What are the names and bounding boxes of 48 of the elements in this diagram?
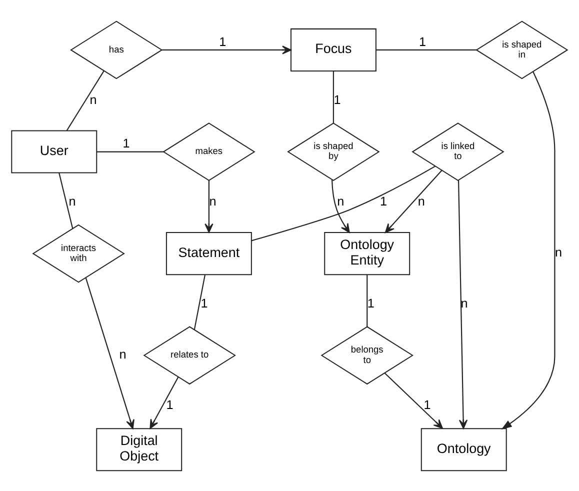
- node-diamond: makes: [162, 122, 256, 180]
- node-diamond: has: [70, 20, 163, 79]
- node-diamond: relates to: [143, 326, 236, 384]
- edge-label: n: [68, 194, 76, 208]
- edge-label: 1: [166, 398, 174, 412]
- arrow: [384, 169, 442, 233]
- node-diamond: is shaped by: [287, 122, 380, 180]
- node-box: Statement: [166, 232, 252, 275]
- node-diamond: interacts with: [32, 224, 125, 282]
- edge-label: 1: [334, 92, 341, 106]
- edge-label: n: [337, 194, 344, 208]
- edge-label: 1: [200, 296, 208, 310]
- arrow: [501, 70, 556, 429]
- connector: [194, 274, 206, 330]
- edge-label: n: [460, 296, 468, 310]
- node-box: Digital Object: [96, 428, 182, 471]
- edge-label: 1: [380, 194, 388, 208]
- edge-label: n: [119, 346, 126, 361]
- edge-label: 1: [424, 398, 431, 412]
- connector: [251, 165, 436, 241]
- connector: [376, 48, 476, 50]
- edge-label: 1: [219, 34, 226, 48]
- connector: [96, 150, 164, 152]
- edge-label: 1: [367, 296, 374, 310]
- arrow: [150, 376, 179, 428]
- node-box: User: [11, 130, 98, 173]
- node-diamond: belongs to: [320, 326, 414, 384]
- node-box: Ontology Entity: [324, 232, 410, 275]
- edge-label: 1: [418, 34, 426, 48]
- arrow: [331, 179, 350, 232]
- node-diamond: is linked to: [412, 122, 504, 180]
- connector: [58, 172, 74, 228]
- arrow: [384, 372, 443, 428]
- edge-label: n: [90, 92, 97, 106]
- edge-label: n: [209, 194, 216, 208]
- arrow: [85, 277, 134, 429]
- node-box: Ontology: [420, 428, 507, 471]
- connector: [66, 70, 104, 130]
- arrow: [458, 180, 468, 428]
- arrow: [162, 45, 292, 54]
- arrow: [204, 180, 214, 232]
- node-box: Focus: [290, 28, 376, 71]
- edge-label: n: [418, 194, 425, 208]
- connector: [366, 274, 368, 326]
- edge-label: 1: [122, 136, 130, 150]
- node-diamond: is shaped in: [476, 20, 568, 79]
- edge-label: n: [555, 245, 562, 260]
- connector: [332, 70, 334, 123]
